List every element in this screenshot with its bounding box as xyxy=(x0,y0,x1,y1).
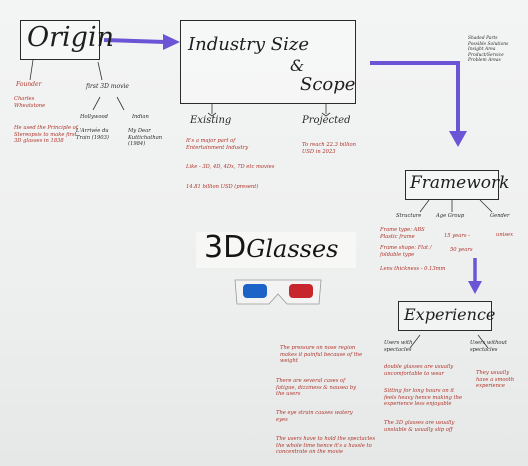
gender-heading: Gender xyxy=(490,213,510,219)
age-note1: 15 years - xyxy=(444,233,470,239)
right-lens xyxy=(289,284,313,298)
age-note2: 50 years xyxy=(450,247,473,253)
center-title-3d: 3D xyxy=(204,230,247,265)
arrow-industry-to-framework xyxy=(370,61,460,133)
legend-line: Product/Service xyxy=(468,52,504,58)
nospecs-heading: Users without spectacles xyxy=(470,340,507,353)
glasses-illustration xyxy=(234,279,322,305)
specs-note3: The 3D glasses are usually unstable & us… xyxy=(384,420,455,433)
framework-box xyxy=(405,170,499,200)
legend-line: Shaded Parts xyxy=(468,36,498,41)
industry-title-line1: Industry Size xyxy=(188,34,310,55)
industry-box xyxy=(180,20,356,104)
nospecs-note: They usually have a smooth experience xyxy=(476,370,515,390)
founder-heading: Founder xyxy=(16,81,42,88)
india-movie: My Dear Kuttichathan (1984) xyxy=(128,128,163,148)
existing-note2: Like - 3D, 4D, 4Dx, 7D etc movies xyxy=(186,164,275,170)
age-heading: Age Group xyxy=(436,213,465,219)
arrow-head-experience xyxy=(468,281,482,294)
gender-note: unisex xyxy=(496,232,513,238)
origin-box xyxy=(20,20,100,60)
left-lens xyxy=(243,284,267,298)
arrow-head-framework xyxy=(449,131,467,147)
legend-line: Possible Solutions xyxy=(468,41,509,47)
structure-note1: Frame type: ABS Plastic frame xyxy=(380,227,425,240)
problem-note1: The pressure on nose region makes it pai… xyxy=(280,345,363,365)
arrow-origin-to-industry xyxy=(103,38,166,44)
first-movie-heading: first 3D movie xyxy=(86,83,129,90)
problem-note2: There are several cases of fatigue, dizz… xyxy=(276,378,357,398)
existing-note3: 14.81 billion USD (present) xyxy=(186,184,259,190)
industry-title-line2: Scope xyxy=(300,74,356,95)
framework-title: Framework xyxy=(410,173,510,193)
founder-name: Charles Wheatstone xyxy=(14,96,46,109)
legend-line: Problem Areas xyxy=(468,58,501,64)
center-title-glasses: Glasses xyxy=(246,235,339,263)
specs-heading: Users with spectacles xyxy=(384,340,413,353)
specs-note2: Sitting for long hours on it feels heavy… xyxy=(384,388,463,408)
structure-note3: Lens thickness - 0.13mm xyxy=(380,266,446,272)
hollywood-label: Hollywood xyxy=(80,114,108,120)
origin-title: Origin xyxy=(27,22,114,53)
hollywood-movie: L'Arrivée du Train (1903) xyxy=(76,128,109,141)
experience-box xyxy=(398,301,492,331)
structure-heading: Structure xyxy=(396,213,422,219)
founder-note: He used the Principle of Stereopsis to m… xyxy=(14,125,78,145)
problem-note4: The users have to hold the spectacles th… xyxy=(276,436,375,456)
existing-heading: Existing xyxy=(190,115,232,126)
projected-heading: Projected xyxy=(302,115,351,126)
projected-note: To reach 22.3 billion USD in 2023 xyxy=(302,142,356,155)
legend: Shaded Parts Possible Solutions Insight … xyxy=(468,36,524,64)
structure-note2: Frame shape: Flat / foldable type xyxy=(380,245,432,258)
india-label: Indian xyxy=(132,114,149,120)
center-title: 3DGlasses xyxy=(204,230,339,265)
arrow-head-industry xyxy=(163,34,180,50)
industry-title-amp: & xyxy=(290,56,305,75)
problem-note3: The eye strain causes watery eyes xyxy=(276,410,353,423)
existing-note1: It's a major part of Entertainment Indus… xyxy=(186,138,249,151)
center-title-card xyxy=(196,232,356,268)
experience-title: Experience xyxy=(404,305,496,324)
legend-line: Insight Area xyxy=(468,47,496,53)
specs-note1: double glasses are usually uncomfortable… xyxy=(384,364,454,377)
